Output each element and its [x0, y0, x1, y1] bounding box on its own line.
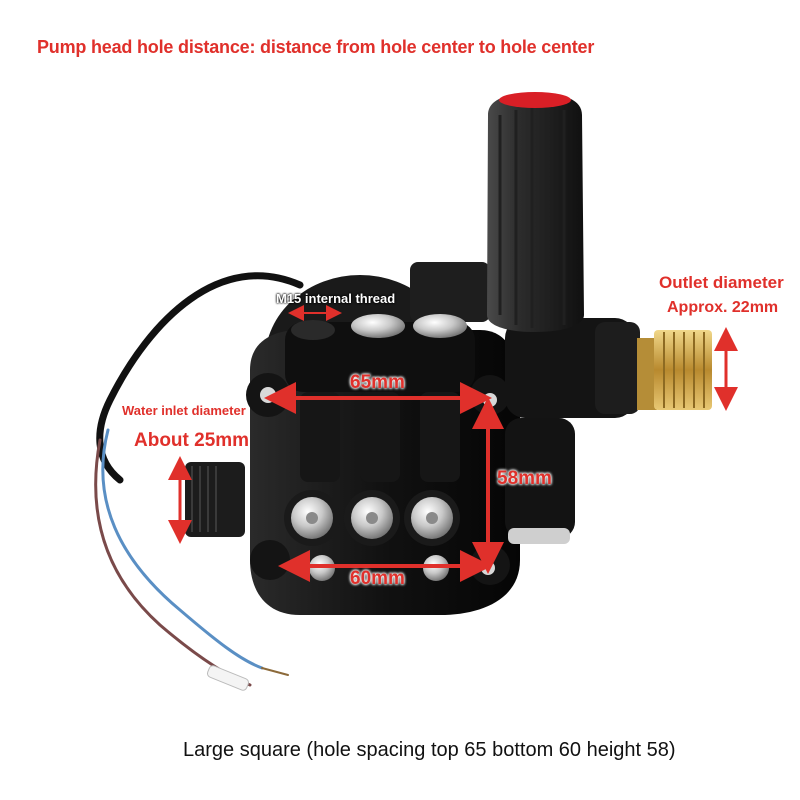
- top-spacing-label: 65mm: [350, 372, 405, 393]
- footer-caption: Large square (hole spacing top 65 bottom…: [183, 739, 676, 761]
- height-spacing-label: 58mm: [497, 468, 552, 489]
- red-cap: [499, 92, 571, 108]
- inlet-diameter-value: About 25mm: [134, 430, 250, 451]
- bottom-spacing-label: 60mm: [350, 568, 405, 589]
- power-wires: [94, 272, 304, 691]
- pressure-handle: [487, 92, 584, 332]
- page-title: Pump head hole distance: distance from h…: [37, 37, 595, 57]
- outlet-diameter-label: Outlet diameter: [659, 273, 784, 292]
- measurement-arrows: [168, 305, 738, 582]
- outlet-fitting: [505, 318, 712, 544]
- inlet-diameter-label: Water inlet diameter: [122, 403, 246, 418]
- thread-label: M15 internal thread: [276, 291, 396, 306]
- outlet-diameter-value: Approx. 22mm: [667, 299, 779, 316]
